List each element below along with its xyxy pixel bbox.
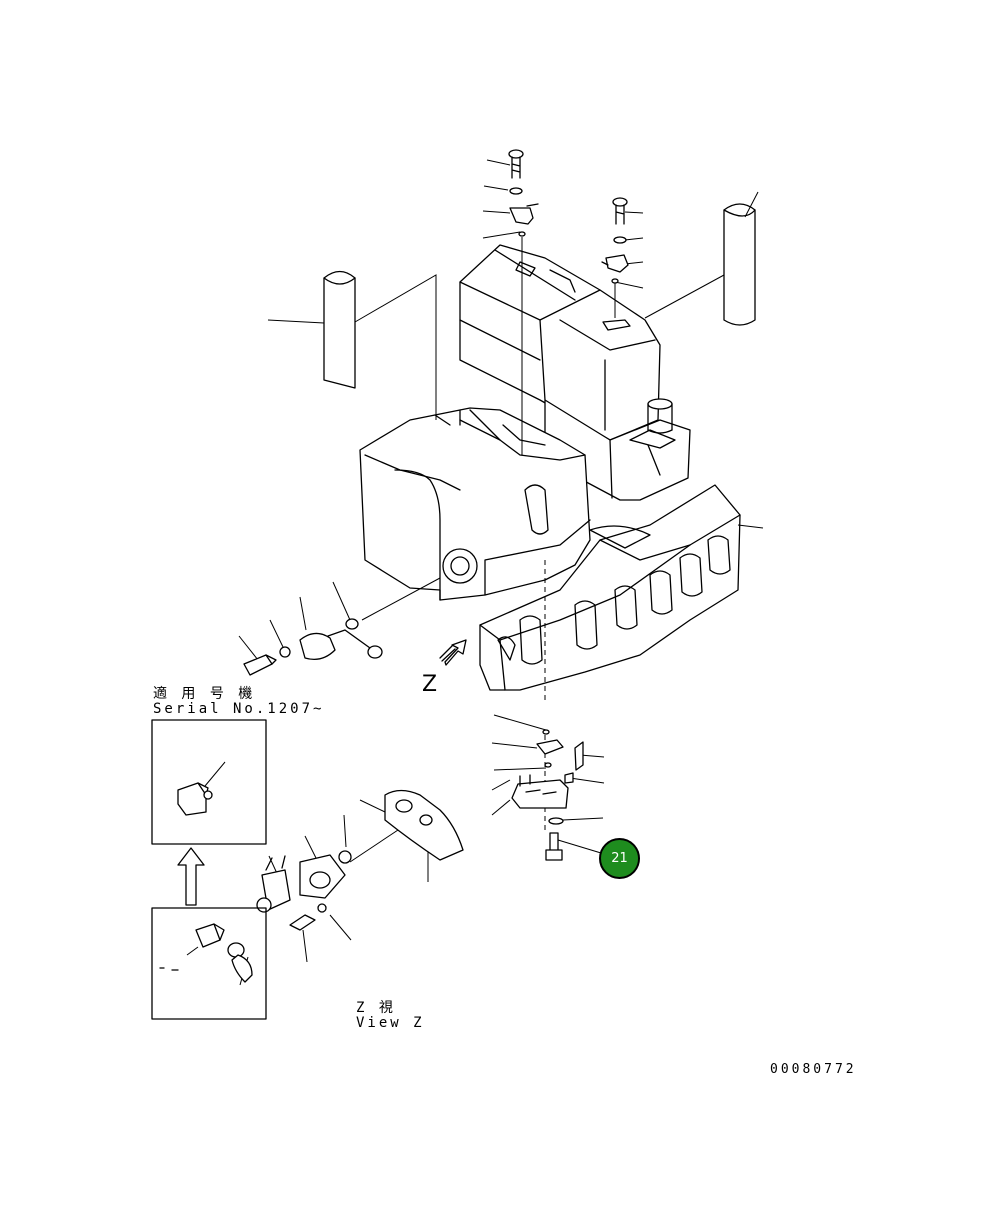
view-z-label-jp: Z 視: [356, 1000, 396, 1016]
gauge-assembly: [243, 618, 383, 676]
inset-arrow: [177, 847, 205, 906]
drawing-number: 00080772: [770, 1062, 857, 1077]
serial-number-label: Serial No.1207~: [153, 701, 325, 717]
inset-original: [151, 907, 267, 1020]
right-post: [723, 203, 756, 326]
filler-neck: [647, 398, 673, 434]
view-z-label-en: View Z: [356, 1015, 425, 1031]
upper-tank: [459, 244, 661, 441]
callout-badge-21[interactable]: 21: [599, 838, 640, 879]
applicable-serial-label-jp: 適 用 号 機: [153, 686, 256, 702]
top-hardware: [508, 149, 631, 331]
inset-serial: [151, 719, 267, 845]
flange-assembly: [256, 789, 464, 931]
view-arrow: [439, 639, 467, 666]
left-post: [323, 270, 356, 389]
view-letter-label: Z: [422, 672, 438, 697]
counterweight: [479, 484, 741, 691]
drain-assembly: [511, 729, 584, 861]
main-tank: [359, 407, 591, 601]
